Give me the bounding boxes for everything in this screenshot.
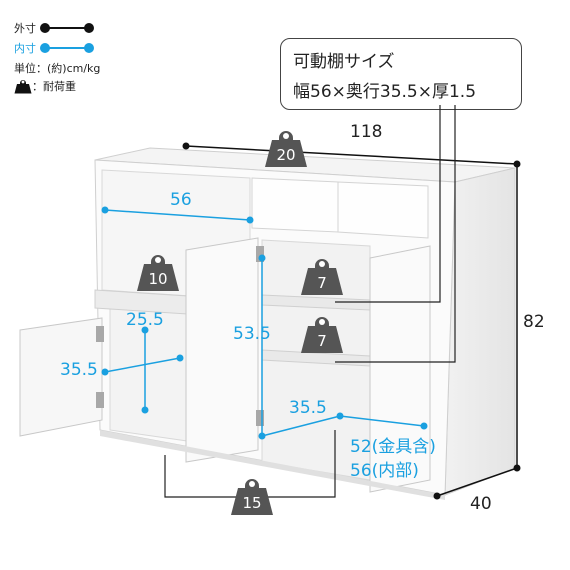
load-right-lower-value: 7 xyxy=(317,332,327,350)
outer-height-label: 82 xyxy=(523,312,545,332)
legend-outer: 外寸 xyxy=(14,20,94,36)
center-height-label: 53.5 xyxy=(233,324,271,344)
legend-unit-label: 単位：(約)cm/kg xyxy=(14,62,101,75)
weight-icon xyxy=(301,259,343,295)
shelf-note-title: 可動棚サイズ xyxy=(293,52,395,72)
outer-depth-label: 40 xyxy=(470,494,492,514)
load-bottom-value: 15 xyxy=(242,494,262,512)
load-left-shelf-value: 10 xyxy=(148,270,168,288)
weight-icon xyxy=(301,317,343,353)
load-left-shelf-badge: 10 xyxy=(136,252,180,292)
right-width-label-1: 52(金具含) xyxy=(350,437,436,457)
legend-load-label: ：耐荷重 xyxy=(32,80,76,93)
legend-inner-label: 内寸 xyxy=(14,42,36,55)
weight-icon xyxy=(137,255,179,291)
right-depth-label: 35.5 xyxy=(289,398,327,418)
outer-line-icon xyxy=(40,23,94,33)
legend-unit: 単位：(約)cm/kg xyxy=(14,60,100,76)
load-right-upper-value: 7 xyxy=(317,274,327,292)
weight-icon xyxy=(265,131,307,167)
legend-load: ：耐荷重 xyxy=(14,78,76,94)
load-bottom-badge: 15 xyxy=(230,476,274,516)
inner-line-icon xyxy=(40,43,94,53)
left-depth-label: 35.5 xyxy=(60,360,98,380)
shelf-note-size: 幅56×奥行35.5×厚1.5 xyxy=(293,82,477,102)
load-top-badge: 20 xyxy=(264,128,308,168)
right-width-label-2: 56(内部) xyxy=(350,461,419,481)
load-right-upper-badge: 7 xyxy=(300,256,344,296)
left-inner-width-label: 56 xyxy=(170,190,192,210)
legend-inner: 内寸 xyxy=(14,40,94,56)
legend-outer-label: 外寸 xyxy=(14,22,36,35)
weight-icon xyxy=(231,479,273,515)
load-right-lower-badge: 7 xyxy=(300,314,344,354)
load-top-value: 20 xyxy=(276,146,296,164)
weight-icon xyxy=(14,80,32,94)
left-lower-height-label: 25.5 xyxy=(126,310,164,330)
outer-width-label: 118 xyxy=(350,122,383,142)
shelf-size-note: 可動棚サイズ 幅56×奥行35.5×厚1.5 xyxy=(280,38,522,110)
